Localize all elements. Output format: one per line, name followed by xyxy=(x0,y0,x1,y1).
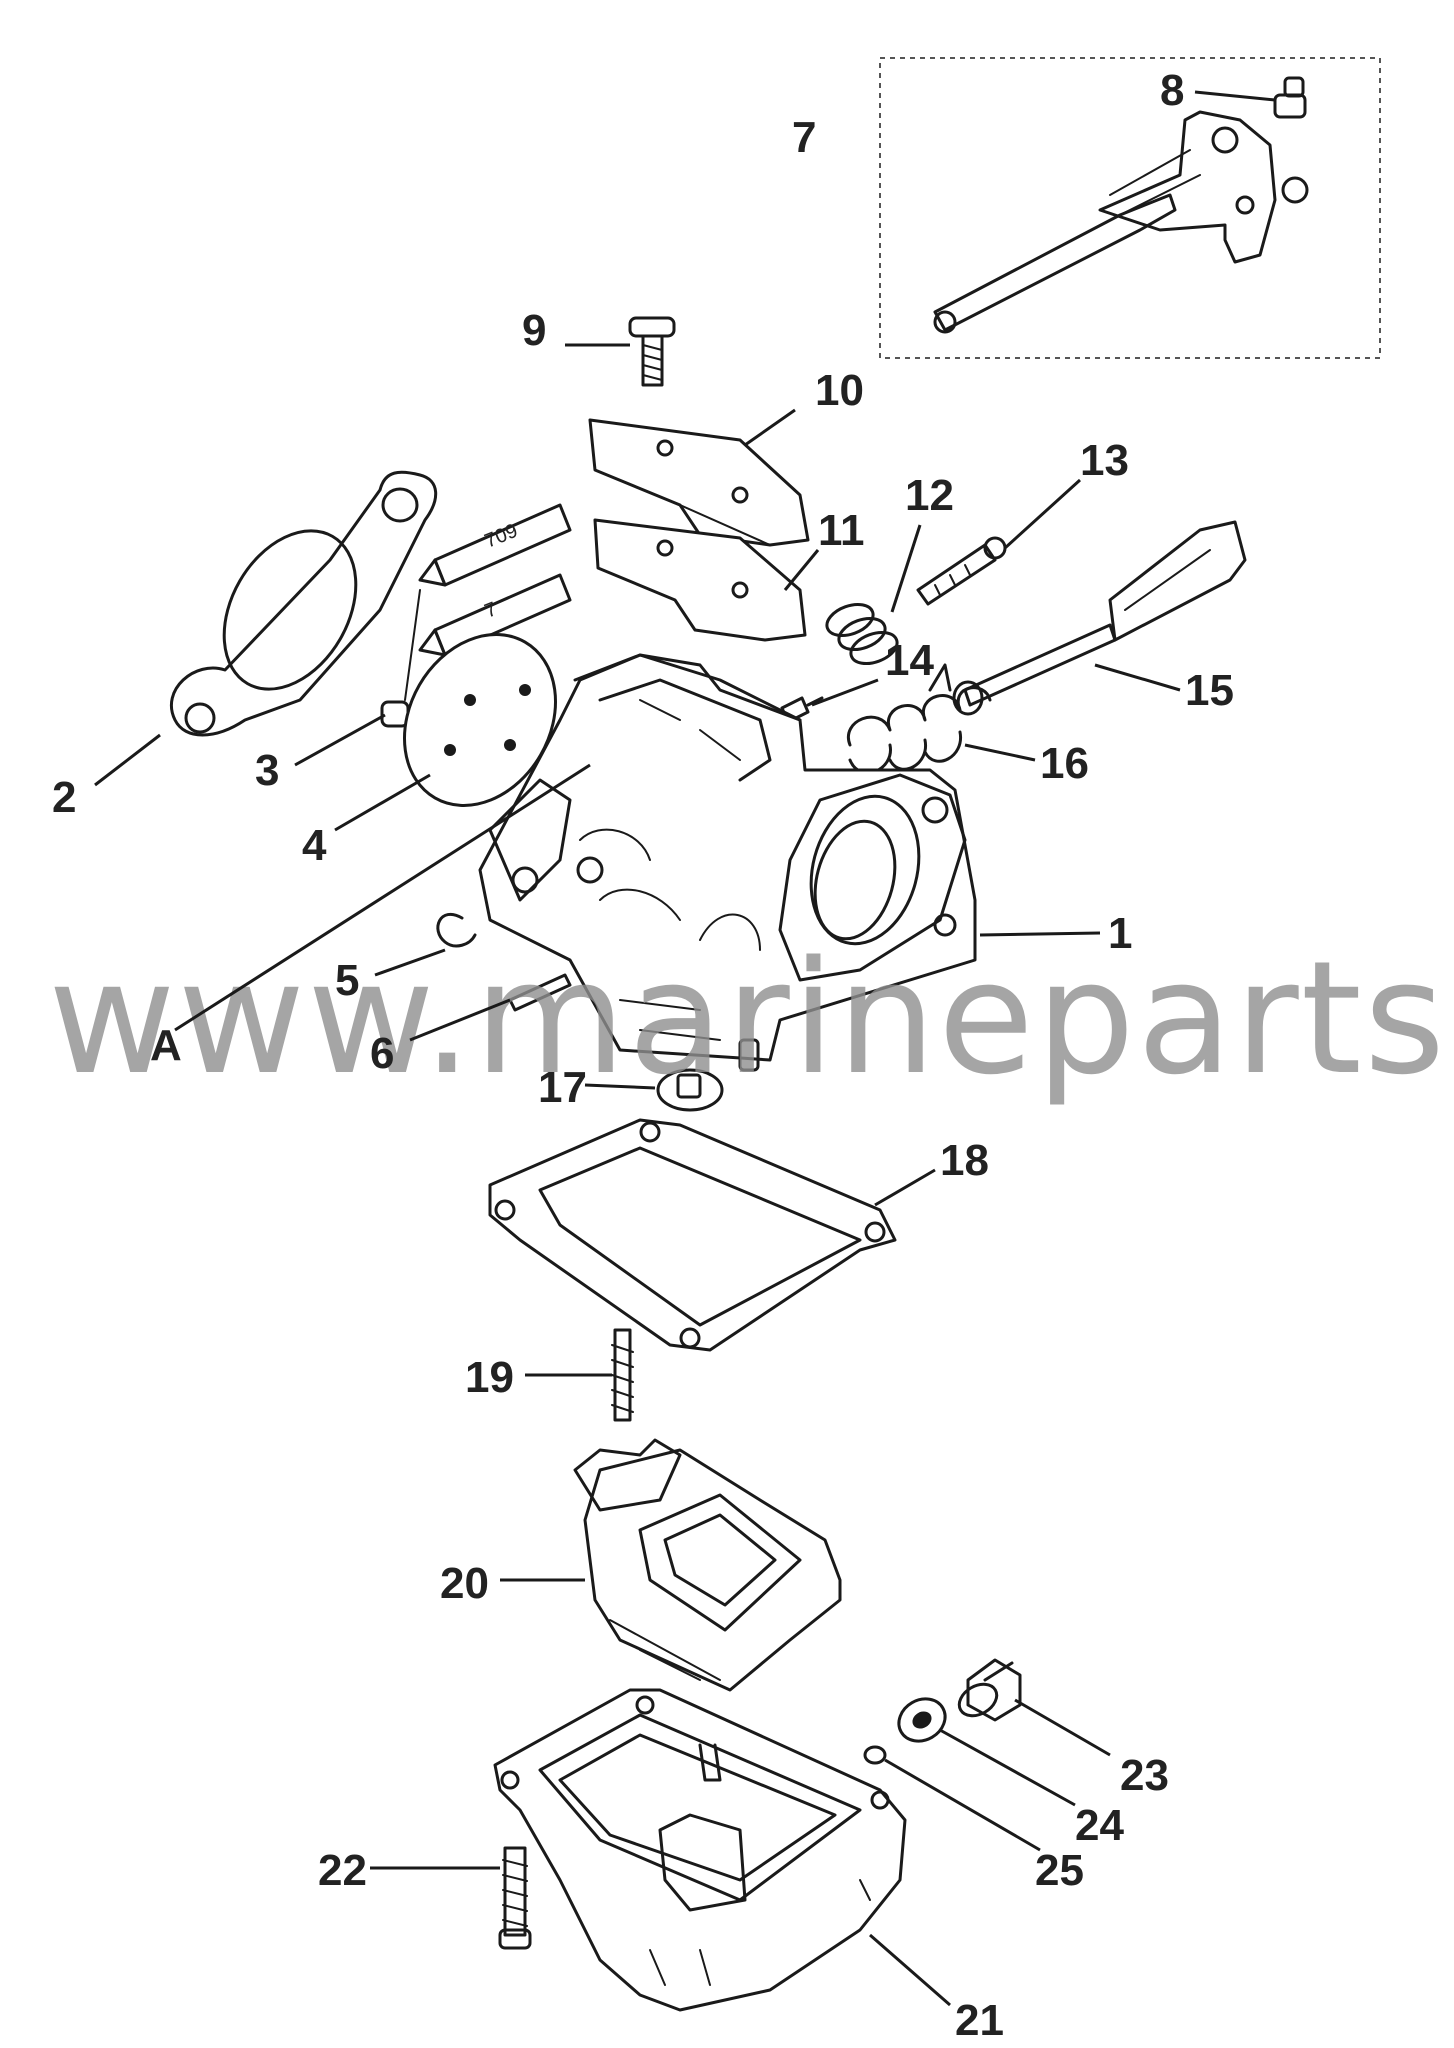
callout-4: 4 xyxy=(302,821,327,870)
callout-12: 12 xyxy=(905,471,954,520)
callout-17: 17 xyxy=(538,1063,587,1112)
part-11-gasket-plate xyxy=(593,518,807,642)
part-15-throttle-shaft xyxy=(952,520,1247,716)
callout-11: 11 xyxy=(818,506,865,555)
callout-20: 20 xyxy=(440,1559,489,1608)
part-21-float-bowl xyxy=(493,1688,907,2012)
part-2-gasket xyxy=(169,470,438,737)
part-12-spring xyxy=(825,602,899,666)
callout-21: 21 xyxy=(955,1996,1004,2045)
callout-8: 8 xyxy=(1160,66,1184,115)
part-19-spring xyxy=(611,1328,634,1422)
callout-25: 25 xyxy=(1035,1846,1084,1895)
callout-14: 14 xyxy=(885,636,934,685)
part-18-gasket xyxy=(488,1118,897,1352)
part-25-o-ring xyxy=(863,1745,887,1765)
watermark-text: www.marineparts.eu xyxy=(48,927,1454,1109)
callout-9: 9 xyxy=(522,306,546,355)
callout-7: 7 xyxy=(792,113,816,162)
part-9-screw xyxy=(628,316,676,387)
callout-22: 22 xyxy=(318,1846,367,1895)
part-10-plate xyxy=(588,418,810,547)
part-20-float xyxy=(573,1438,842,1692)
part-13-needle xyxy=(916,536,1007,606)
callout-15: 15 xyxy=(1185,666,1234,715)
callout-19: 19 xyxy=(465,1353,514,1402)
part-22-screw xyxy=(498,1846,532,1950)
callout-numbers: 1 2 3 4 5 6 7 8 9 10 11 12 13 14 15 16 1… xyxy=(52,66,1234,2045)
part-6-pin xyxy=(508,973,572,1012)
leader-lines xyxy=(94,90,1276,2007)
callout-23: 23 xyxy=(1120,1751,1169,1800)
callout-13: 13 xyxy=(1080,436,1129,485)
part-8-screw xyxy=(1273,76,1307,119)
callout-10: 10 xyxy=(815,366,864,415)
part-7-linkage-arm xyxy=(933,110,1309,334)
leader-view-a xyxy=(174,763,591,1032)
callout-6: 6 xyxy=(370,1029,394,1078)
part-24-washer xyxy=(897,1697,947,1743)
callout-3: 3 xyxy=(255,746,279,795)
part-5-clip xyxy=(436,912,477,948)
callout-18: 18 xyxy=(940,1136,989,1185)
part-17-plug xyxy=(656,1068,724,1112)
part-1-carburetor-body xyxy=(478,653,977,1072)
kit-7-inset-box xyxy=(879,57,1381,359)
part-23-drain-screw xyxy=(957,1658,1022,1722)
callout-2: 2 xyxy=(52,773,76,822)
callout-24: 24 xyxy=(1075,1801,1124,1850)
callout-1: 1 xyxy=(1108,909,1132,958)
callout-16: 16 xyxy=(1040,739,1089,788)
callout-5: 5 xyxy=(335,956,359,1005)
